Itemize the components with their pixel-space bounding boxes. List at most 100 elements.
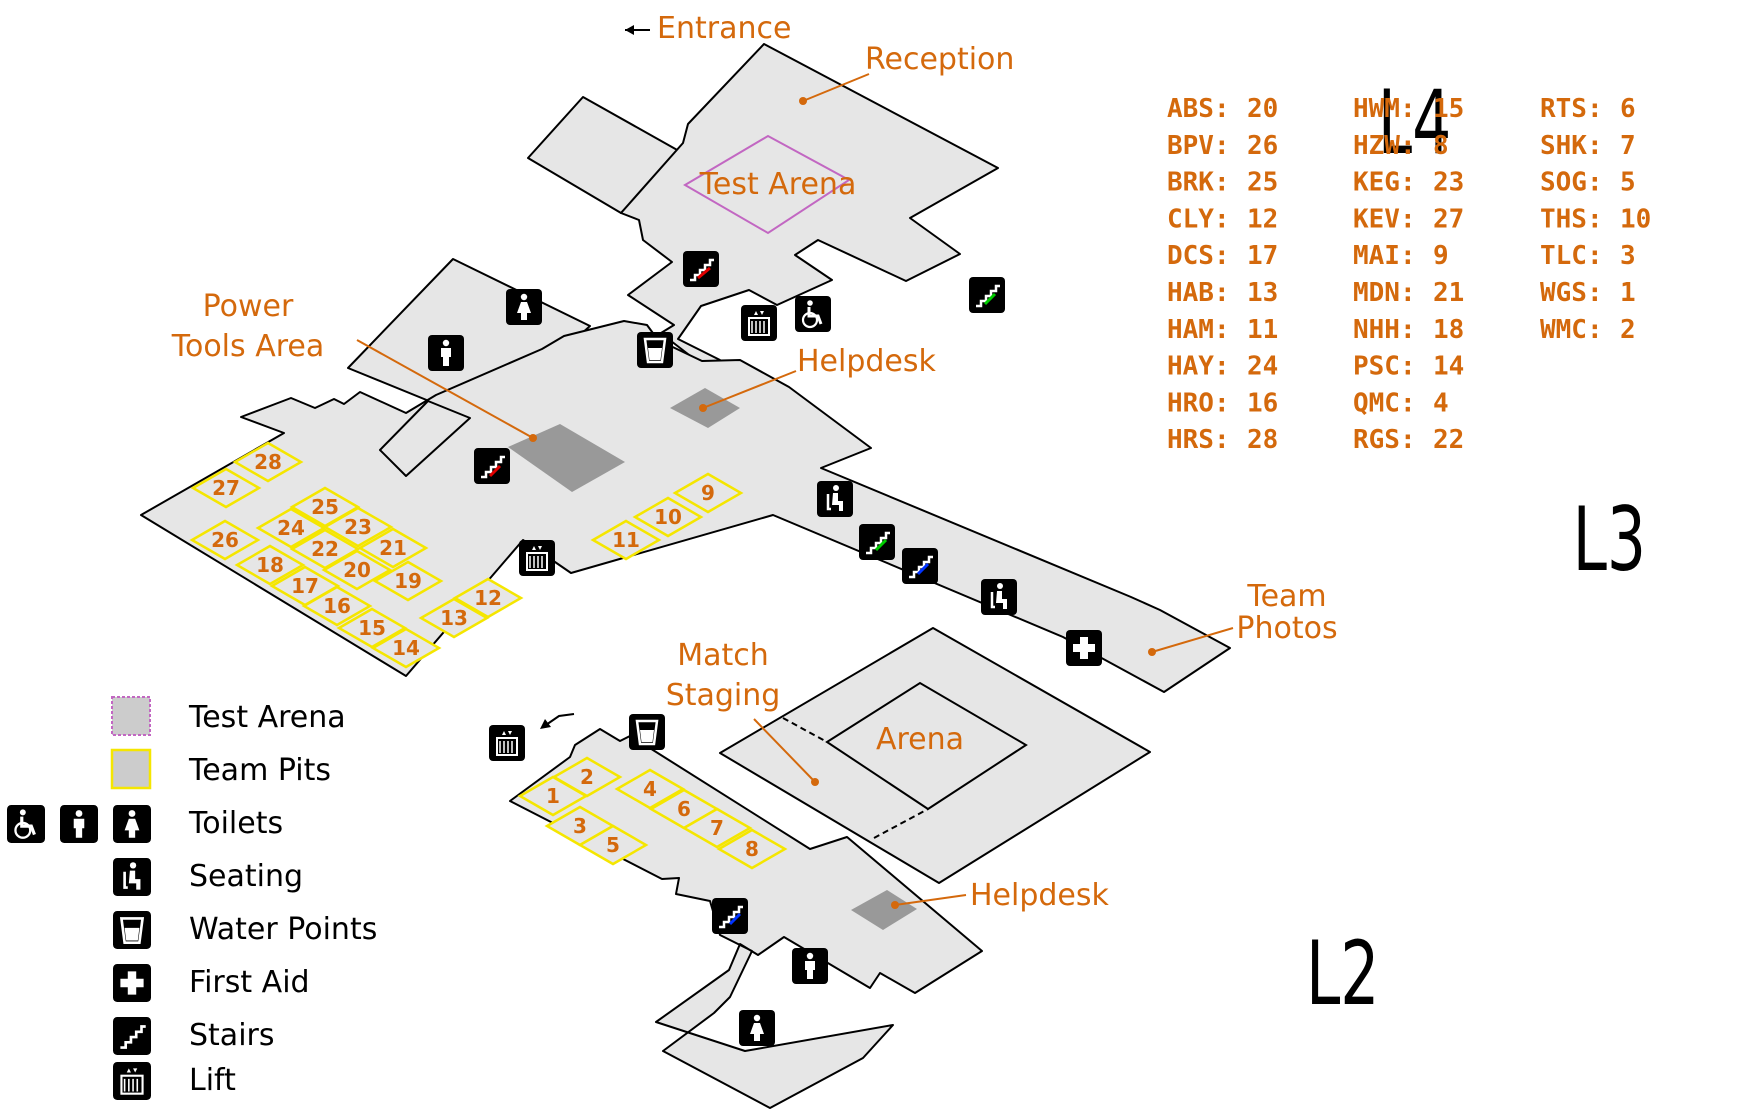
stairs-icon	[902, 548, 938, 584]
team-pit: 23	[322, 506, 394, 548]
female-toilet-icon	[739, 1010, 775, 1046]
team-pit: 26	[189, 519, 261, 561]
team-pit-number: 26	[211, 528, 239, 552]
power-tools-label-line2: Tools Area	[171, 329, 324, 364]
lift-icon	[519, 540, 555, 576]
team-pit: 11	[590, 519, 662, 561]
team-code: HAM:	[1167, 315, 1230, 345]
team-pit-assignment: 15	[1433, 94, 1464, 124]
team-code: HAY:	[1167, 352, 1230, 382]
team-code: MAI:	[1353, 241, 1416, 271]
team-pit: 4	[614, 768, 686, 810]
match-staging-label-line2: Staging	[666, 678, 781, 713]
legend-label: Test Arena	[188, 700, 346, 735]
stairs-icon	[859, 524, 895, 560]
stairs-icon	[113, 1017, 151, 1055]
map-icons	[428, 251, 1102, 1046]
team-pit-assignment: 11	[1247, 315, 1278, 345]
water-cup-icon	[113, 911, 151, 949]
team-pit: 8	[716, 828, 788, 870]
team-pit-assignment: 13	[1247, 278, 1278, 308]
leader-lines	[356, 73, 1234, 909]
team-pit-assignment: 14	[1433, 352, 1464, 382]
team-pit-number: 3	[573, 814, 587, 838]
team-pit-number: 14	[392, 636, 420, 660]
team-code: BRK:	[1167, 168, 1230, 198]
team-pit: 12	[452, 577, 524, 619]
team-pit-assignment: 17	[1247, 241, 1278, 271]
female-toilet-icon	[506, 289, 542, 325]
team-pit-assignment: 20	[1247, 94, 1278, 124]
team-pit-outline	[357, 527, 429, 569]
team-pit-outline	[614, 768, 686, 810]
level-4-label: L4	[1378, 72, 1451, 174]
team-pit-outline	[189, 519, 261, 561]
team-pit-assignment: 2	[1620, 315, 1636, 345]
stairs-icon	[969, 277, 1005, 313]
team-code: QMC:	[1353, 388, 1416, 418]
team-pit-outline	[681, 807, 753, 849]
team-pit-number: 12	[474, 586, 502, 610]
arena-label: Arena	[876, 722, 964, 757]
team-pit-assignment: 16	[1247, 388, 1278, 418]
test-arena-label: Test Arena	[699, 167, 857, 202]
team-pit-outline	[322, 506, 394, 548]
team-photos-label-line2: Photos	[1236, 611, 1337, 646]
team-code: NHH:	[1353, 315, 1416, 345]
legend-label: Lift	[189, 1063, 236, 1098]
team-code: HZW:	[1353, 131, 1416, 161]
stairs-icon	[712, 898, 748, 934]
lift-icon	[741, 305, 777, 341]
team-pit-outline	[716, 828, 788, 870]
entrance-label: Entrance	[657, 11, 791, 46]
team-code: THS:	[1540, 204, 1603, 234]
level-3-label: L3	[1573, 489, 1646, 591]
team-code: BPV:	[1167, 131, 1230, 161]
team-pit-number: 8	[745, 837, 759, 861]
reception-label: Reception	[865, 42, 1014, 77]
team-code: HWM:	[1353, 94, 1416, 124]
team-pit-number: 2	[580, 765, 594, 789]
team-pit: 10	[632, 496, 704, 538]
team-pit-number: 6	[677, 797, 691, 821]
team-pit: 2	[551, 756, 623, 798]
team-code: RTS:	[1540, 94, 1603, 124]
legend-label: First Aid	[189, 965, 310, 1000]
team-pit: 9	[672, 472, 744, 514]
team-pit-number: 4	[643, 777, 657, 801]
test-arena-area	[683, 134, 851, 235]
water-cup-icon	[629, 714, 665, 750]
team-pits-swatch	[110, 748, 152, 790]
team-pit-number: 11	[612, 528, 640, 552]
power-tools-area	[508, 424, 625, 492]
team-pit-assignment: 6	[1620, 94, 1636, 124]
team-pit: 14	[370, 627, 442, 669]
team-pit: 19	[372, 560, 444, 602]
team-pit: 13	[418, 597, 490, 639]
team-pit-outline	[452, 577, 524, 619]
team-pit-outline	[551, 756, 623, 798]
team-pit: 21	[357, 527, 429, 569]
team-code: DCS:	[1167, 241, 1230, 271]
stairs-icon	[683, 251, 719, 287]
team-pit-outline	[190, 467, 262, 509]
legend-label: Water Points	[189, 912, 377, 947]
team-pit-number: 22	[311, 537, 339, 561]
team-pit-number: 5	[606, 833, 620, 857]
legend-label: Seating	[189, 859, 303, 894]
team-pit-assignment: 7	[1620, 131, 1636, 161]
team-pit-number: 28	[254, 450, 282, 474]
team-pit: 18	[234, 544, 306, 586]
team-pit-assignment: 5	[1620, 168, 1636, 198]
team-pit: 5	[577, 824, 649, 866]
stairs-icon	[474, 448, 510, 484]
team-pit-assignment: 27	[1433, 204, 1464, 234]
team-pit-number: 13	[440, 606, 468, 630]
team-pit-outline	[336, 607, 408, 649]
team-code: CLY:	[1167, 204, 1230, 234]
team-pit-assignment: 4	[1433, 388, 1449, 418]
first-aid-icon	[113, 964, 151, 1002]
team-pit-number: 27	[212, 476, 240, 500]
helpdesk-l2-area	[851, 890, 917, 930]
